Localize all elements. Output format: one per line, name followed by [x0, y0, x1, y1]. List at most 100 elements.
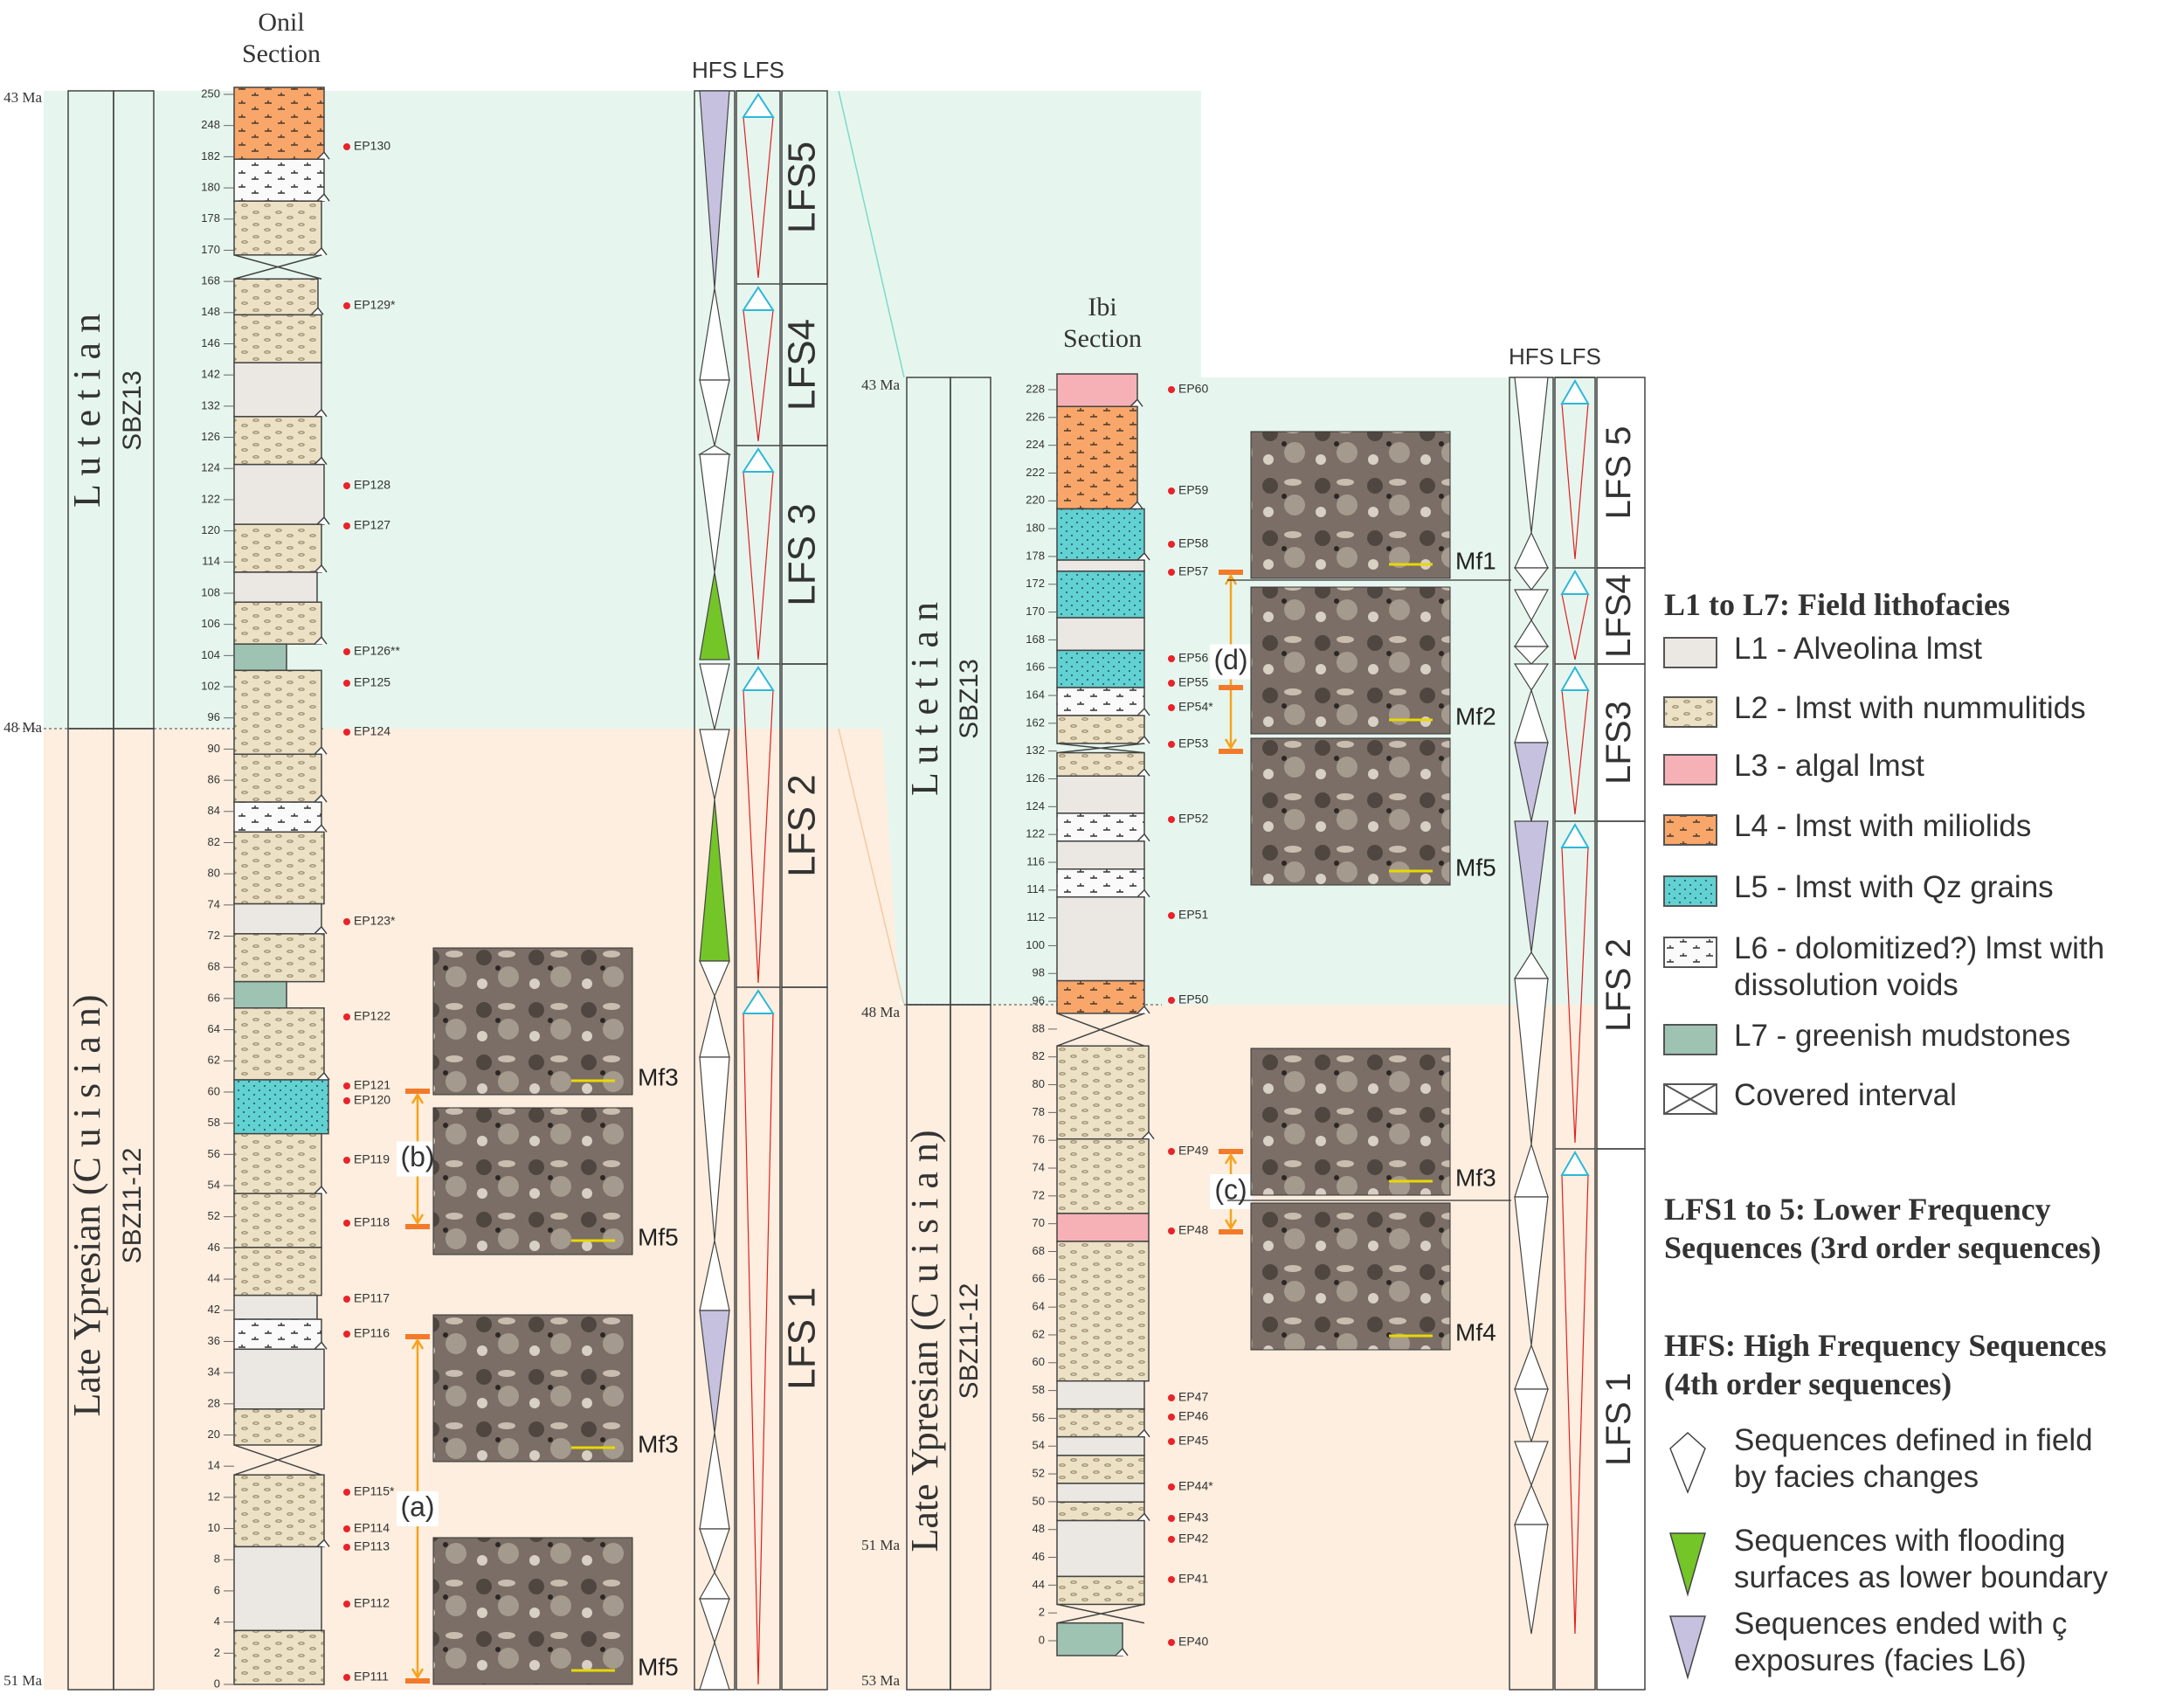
lithology-bed-L1: [233, 902, 322, 935]
ibi-hfs-sequence: [1514, 377, 1549, 534]
lithology-bed-L6: [1056, 687, 1145, 716]
lithology-bed-L4: [233, 86, 325, 160]
lithology-bed-L2: [233, 831, 325, 905]
onil-lfs-regressive-line: [743, 1013, 774, 1685]
legend-hfs-exposure-icon: [1669, 1615, 1706, 1680]
onil-lfs-transgressive-triangle: [742, 93, 775, 118]
lithology-bed-L2: [233, 278, 319, 316]
onil-depth-tick: 142: [201, 368, 220, 381]
ibi-sample-dot: [1168, 1639, 1175, 1646]
onil-sample-dot: [343, 918, 350, 925]
onil-depth-tick: 64: [208, 1022, 220, 1035]
ibi-sample-label: EP43: [1178, 1511, 1208, 1525]
legend-swatch-L5: [1663, 875, 1717, 907]
ibi-interval-d-label-bg: [1210, 644, 1252, 680]
ibi-sample-dot: [1168, 569, 1175, 576]
ibi-depth-tick: 126: [1026, 771, 1045, 785]
onil-depth-tick: 182: [201, 149, 220, 163]
onil-depth-tick: 120: [201, 523, 220, 536]
legend-lfs-title: LFS1 to 5: Lower Frequency Sequences (3r…: [1664, 1192, 2102, 1265]
ibi-sample-label: EP59: [1178, 483, 1208, 497]
covered-interval: [233, 1444, 322, 1476]
onil-hfs-sequence: [699, 379, 730, 446]
ibi-depth-tick: 112: [1026, 910, 1045, 923]
ibi-hfs-sequence: [1514, 978, 1549, 1145]
ibi-depth-tick: 162: [1026, 716, 1045, 729]
bed-zigzag-edge: [1129, 501, 1143, 510]
onil-hfs-sequence: [699, 90, 730, 289]
onil-hfs-sequence: [699, 729, 730, 800]
onil-sample-dot: [343, 729, 350, 736]
onil-hfs-sequence: [699, 663, 730, 730]
ibi-sample-dot: [1168, 488, 1175, 494]
lithology-bed-L2: [233, 1629, 325, 1685]
ibi-sample-label: EP54*: [1178, 700, 1213, 714]
onil-sample-dot: [343, 680, 350, 687]
ibi-lfs-regressive-line: [1561, 847, 1589, 1144]
onil-sample-dot: [343, 1220, 350, 1227]
onil-depth-tick: 58: [208, 1116, 220, 1129]
ibi-lfs-label: LFS 2: [1599, 938, 1638, 1032]
lithology-bed-L1: [1056, 840, 1145, 870]
ibi-depth-tick: 50: [1033, 1494, 1045, 1507]
ibi-lfs-regressive-line: [1561, 403, 1589, 560]
ibi-mf5-micrograph: [1250, 737, 1451, 886]
legend-hfs-title: HFS: High Frequency Sequences (4th order…: [1664, 1328, 2107, 1401]
ibi-depth-tick: 52: [1033, 1467, 1045, 1480]
ibi-lfs-header: LFS: [1559, 343, 1601, 370]
legend-covered-cross: [1663, 1083, 1717, 1115]
bed-zigzag-edge: [1136, 1428, 1150, 1438]
lithology-bed-L1: [1056, 559, 1145, 572]
ibi-depth-tick: 164: [1026, 688, 1045, 701]
ibi-sample-dot: [1168, 1515, 1175, 1522]
ibi-mf4-label: Mf4: [1455, 1318, 1496, 1345]
ibi-sample-dot: [1168, 541, 1175, 548]
correlation-wedge-lutetian: [830, 91, 904, 1005]
onil-hfs-sequence: [699, 960, 730, 998]
ibi-title-line: Ibi: [1088, 293, 1116, 322]
lithology-bed-L2: [233, 1007, 325, 1081]
bed-zigzag-edge: [1136, 1512, 1150, 1522]
ibi-sample-label: EP56: [1178, 651, 1208, 665]
bed-zigzag-edge: [1136, 889, 1150, 898]
ibi-sample-dot: [1168, 997, 1175, 1004]
ibi-title-line: Section: [1063, 324, 1142, 353]
lithology-bed-L2: [1056, 1575, 1145, 1606]
onil-depth-tick: 56: [208, 1147, 220, 1160]
ibi-depth-tick: 220: [1026, 494, 1045, 507]
ibi-sample-label: EP52: [1178, 812, 1208, 826]
lithology-bed-L5: [1056, 570, 1145, 619]
lithology-bed-L2: [1056, 1241, 1150, 1382]
bed-zigzag-edge: [1136, 768, 1150, 777]
lithology-bed-L2: [1056, 1455, 1145, 1484]
bed-zigzag-edge: [1136, 1005, 1150, 1014]
onil-sample-dot: [343, 522, 350, 529]
lithology-bed-L2: [233, 933, 325, 983]
ibi-depth-tick: 2: [1039, 1606, 1045, 1619]
ibi-lfs-label: LFS 1: [1599, 1373, 1638, 1466]
lithology-bed-L2: [233, 669, 322, 756]
lithology-bed-L6: [233, 801, 322, 833]
onil-interval-a-arrowhead-down: [411, 1668, 425, 1680]
ibi-interval-d-label: (d): [1213, 644, 1247, 675]
onil-lfs-regressive-line: [743, 689, 774, 984]
onil-lfs-regressive-line: [743, 309, 774, 442]
onil-depth-tick: 54: [208, 1178, 220, 1191]
onil-sample-dot: [343, 1601, 350, 1608]
onil-depth-tick: 146: [201, 336, 220, 349]
onil-depth-tick: 168: [201, 274, 220, 287]
bed-zigzag-edge: [316, 516, 330, 525]
lithology-bed-L2: [233, 523, 322, 573]
onil-hfs-sequence: [699, 1598, 730, 1644]
onil-sample-dot: [343, 1013, 350, 1020]
ibi-depth-tick: 54: [1033, 1439, 1045, 1452]
ibi-lfs-transgressive-triangle: [1560, 378, 1590, 405]
ibi-sample-dot: [1168, 1148, 1175, 1155]
ibi-sample-label: EP53: [1178, 736, 1208, 750]
ibi-lfs-transgressive-triangle: [1560, 665, 1590, 691]
onil-depth-tick: 74: [208, 897, 220, 910]
onil-interval-b-arrowhead-down: [411, 1214, 425, 1226]
onil-depth-tick: 60: [208, 1084, 220, 1097]
bed-zigzag-edge: [314, 246, 328, 256]
onil-lfs-regressive-line: [743, 471, 774, 660]
